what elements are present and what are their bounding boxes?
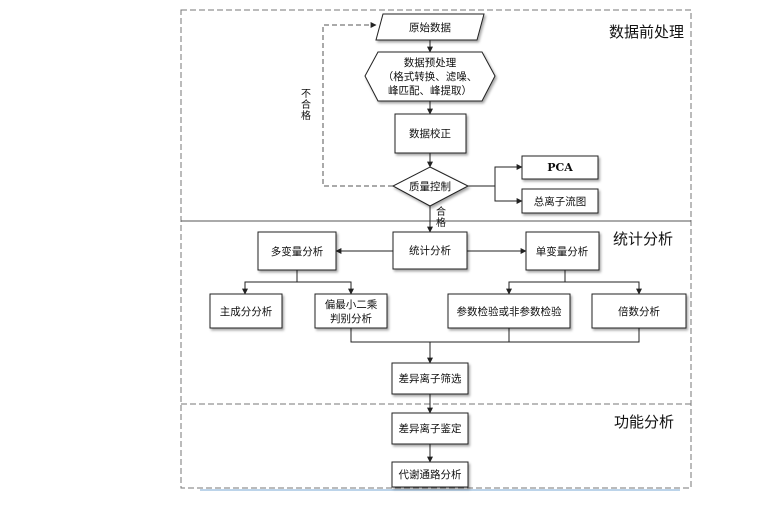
svg-text:统计分析: 统计分析 — [409, 244, 451, 257]
calibration-node: 数据校正 — [394, 113, 467, 154]
pass-label-1: 合 — [436, 205, 446, 218]
total-ion-chromatogram-node: 总离子流图 — [521, 188, 599, 214]
svg-text:质量控制: 质量控制 — [409, 180, 451, 193]
param-test-node: 参数检验或非参数检验 — [447, 293, 571, 329]
svg-text:原始数据: 原始数据 — [409, 21, 451, 34]
svg-text:偏最小二乘: 偏最小二乘 — [325, 298, 378, 311]
fail-label-1: 不 — [301, 89, 311, 100]
section-title-preprocessing: 数据前处理 — [609, 23, 684, 41]
fail-label-2: 合 — [301, 98, 311, 111]
svg-text:PCA: PCA — [547, 161, 573, 174]
edge-univariate-to-param — [506, 270, 566, 295]
pass-label-2: 格 — [436, 216, 446, 229]
fail-label-3: 格 — [301, 109, 311, 122]
section-title-statistics: 统计分析 — [613, 230, 673, 248]
svg-text:（格式转换、滤噪、: （格式转换、滤噪、 — [383, 70, 478, 83]
edge-multivariate-to-pca — [242, 270, 298, 295]
edge-qc-to-pca — [468, 164, 523, 187]
svg-text:倍数分析: 倍数分析 — [618, 305, 660, 318]
svg-text:峰匹配、峰提取）: 峰匹配、峰提取） — [388, 85, 472, 97]
plsda-node: 偏最小二乘 判别分析 — [314, 293, 388, 329]
raw-data-node: 原始数据 — [375, 13, 485, 41]
ion-screening-node: 差异离子筛选 — [391, 362, 469, 395]
svg-text:总离子流图: 总离子流图 — [534, 195, 587, 208]
edge-multivariate-to-plsda — [297, 281, 354, 295]
ion-identification-node: 差异离子鉴定 — [391, 412, 469, 445]
svg-text:数据校正: 数据校正 — [409, 127, 451, 140]
quality-control-node: 质量控制 — [391, 166, 470, 207]
edge-qc-to-tic — [494, 186, 523, 204]
svg-text:代谢通路分析: 代谢通路分析 — [399, 468, 462, 481]
section-title-functional: 功能分析 — [614, 413, 674, 431]
svg-text:差异离子鉴定: 差异离子鉴定 — [399, 422, 462, 435]
multivariate-node: 多变量分析 — [257, 231, 337, 271]
fold-change-node: 倍数分析 — [591, 293, 687, 329]
svg-text:主成分分析: 主成分分析 — [220, 305, 273, 318]
pathway-analysis-node: 代谢通路分析 — [391, 461, 469, 488]
edge-qc-fail-loop — [322, 22, 393, 187]
pca-node: PCA — [521, 155, 599, 180]
univariate-node: 单变量分析 — [525, 231, 600, 271]
edge-univariate-to-fold — [565, 281, 642, 295]
outer-dashed-frame — [180, 9, 692, 489]
svg-text:参数检验或非参数检验: 参数检验或非参数检验 — [457, 305, 562, 318]
edge-merge-lines — [350, 328, 640, 343]
principal-component-node: 主成分分析 — [209, 293, 283, 329]
svg-text:判别分析: 判别分析 — [330, 312, 372, 325]
stat-analysis-node: 统计分析 — [392, 231, 468, 270]
svg-text:数据预处理: 数据预处理 — [404, 56, 457, 69]
svg-text:差异离子筛选: 差异离子筛选 — [399, 372, 462, 385]
svg-text:单变量分析: 单变量分析 — [536, 245, 589, 258]
svg-text:多变量分析: 多变量分析 — [271, 245, 324, 258]
preprocess-node: 数据预处理 （格式转换、滤噪、 峰匹配、峰提取） — [364, 51, 496, 102]
